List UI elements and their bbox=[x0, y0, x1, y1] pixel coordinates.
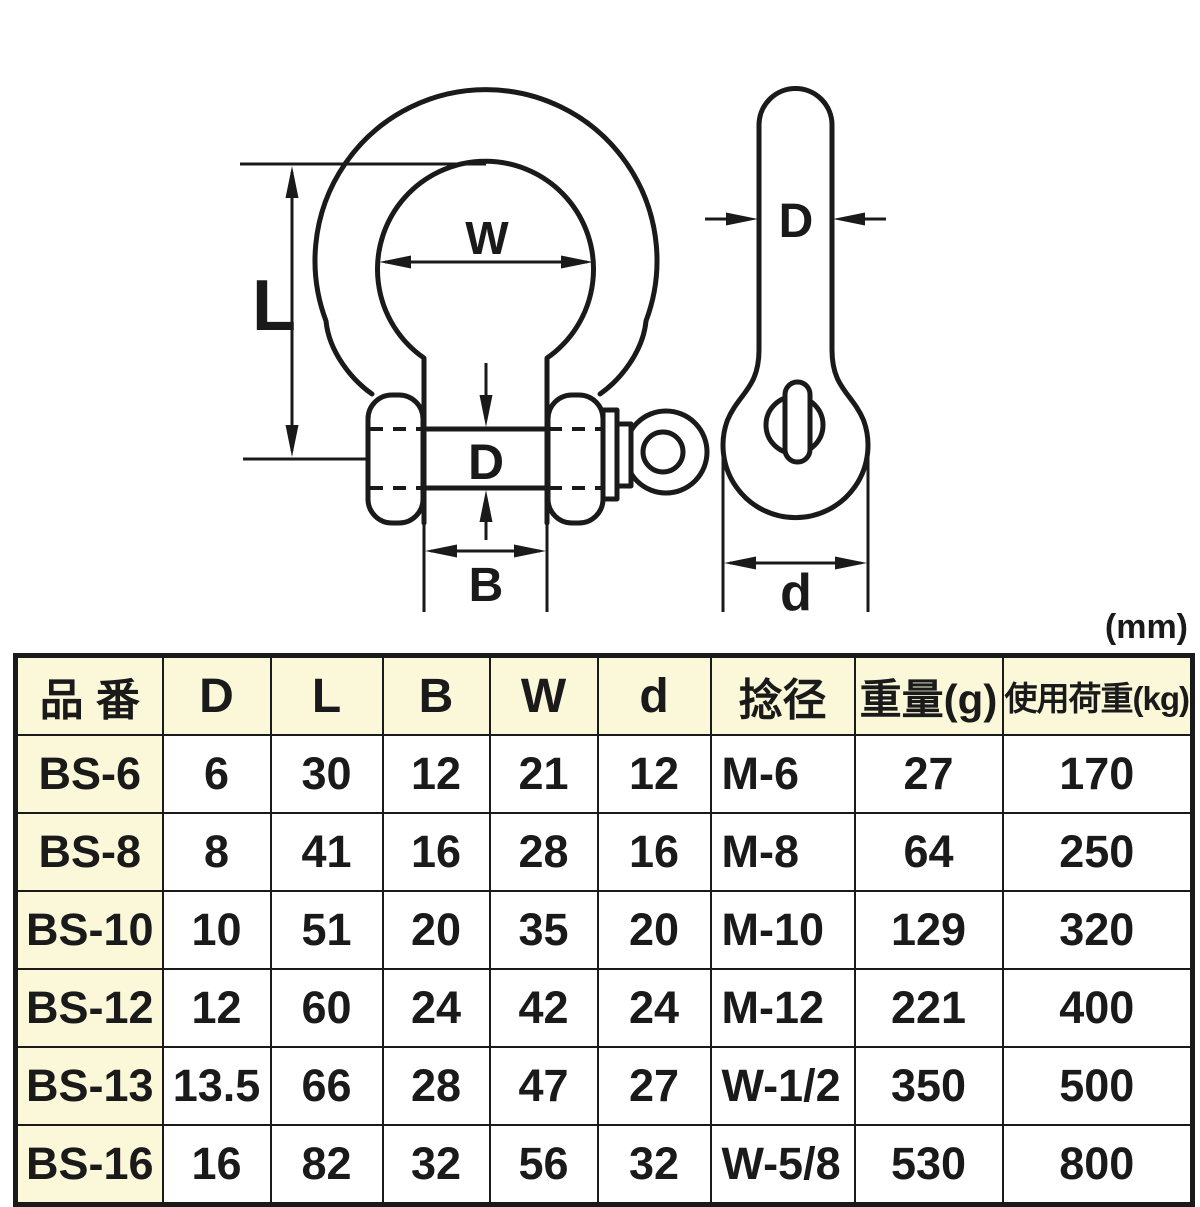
table-cell: 24 bbox=[596, 968, 712, 1048]
table-cell: 42 bbox=[488, 968, 599, 1048]
column-header-W: W bbox=[488, 654, 599, 736]
column-header-thread-dia: 捻径 bbox=[709, 654, 856, 736]
table-cell: 10 bbox=[161, 890, 272, 970]
label-B: B bbox=[469, 559, 504, 612]
table-cell: M-6 bbox=[709, 734, 856, 814]
label-D-front: D bbox=[468, 434, 504, 490]
table-cell: 12 bbox=[161, 968, 272, 1048]
table-cell: 320 bbox=[1001, 890, 1194, 970]
header-row: 品 番 D L B W d 捻径 重量(g) 使用荷重(kg) bbox=[14, 654, 1194, 736]
table-cell: 500 bbox=[1001, 1046, 1194, 1126]
table-cell: 47 bbox=[488, 1046, 599, 1126]
side-pin bbox=[782, 379, 813, 465]
table-cell: 32 bbox=[381, 1124, 491, 1206]
pin-hidden-lines bbox=[370, 427, 601, 490]
table-cell: 16 bbox=[596, 812, 712, 892]
column-header-B: B bbox=[381, 654, 491, 736]
table-cell: 12 bbox=[381, 734, 491, 814]
table-cell: 13.5 bbox=[161, 1046, 272, 1126]
column-header-L: L bbox=[269, 654, 384, 736]
table-cell: 24 bbox=[381, 968, 491, 1048]
table-cell: 129 bbox=[853, 890, 1004, 970]
bow-outer-outline bbox=[312, 87, 660, 397]
table-cell: 60 bbox=[269, 968, 384, 1048]
table-cell: 28 bbox=[381, 1046, 491, 1126]
table-cell: 41 bbox=[269, 812, 384, 892]
table-cell: W-1/2 bbox=[709, 1046, 856, 1126]
table-cell: 400 bbox=[1001, 968, 1194, 1048]
part-number-cell: BS-10 bbox=[14, 890, 164, 970]
part-number-cell: BS-16 bbox=[14, 1124, 164, 1206]
label-d-side: d bbox=[780, 564, 812, 622]
front-view-arrowheads bbox=[285, 166, 593, 558]
bow-shackle-front-view bbox=[312, 87, 710, 526]
part-number-cell: BS-12 bbox=[14, 968, 164, 1048]
side-view-arrowheads bbox=[724, 212, 867, 570]
table-cell: 250 bbox=[1001, 812, 1194, 892]
table-cell: 16 bbox=[381, 812, 491, 892]
table-cell: 20 bbox=[596, 890, 712, 970]
pin-eye-hole bbox=[640, 429, 686, 475]
column-header-part-number: 品 番 bbox=[14, 654, 164, 736]
table-cell: 800 bbox=[1001, 1124, 1194, 1206]
table-cell: 64 bbox=[853, 812, 1004, 892]
unit-label: (mm) bbox=[1104, 608, 1188, 646]
table-cell: 12 bbox=[596, 734, 712, 814]
table-cell: 170 bbox=[1001, 734, 1194, 814]
part-number-cell: BS-6 bbox=[14, 734, 164, 814]
shackle-dimension-diagram: W L D B D d bbox=[240, 86, 886, 622]
table-cell: 221 bbox=[853, 968, 1004, 1048]
bow-shackle-side-view bbox=[720, 86, 871, 521]
table-cell: 66 bbox=[269, 1046, 384, 1126]
left-ear bbox=[365, 392, 426, 526]
table-cell: M-8 bbox=[709, 812, 856, 892]
part-number-cell: BS-13 bbox=[14, 1046, 164, 1126]
table-cell: 8 bbox=[161, 812, 272, 892]
table-cell: 21 bbox=[488, 734, 599, 814]
table-cell: 35 bbox=[488, 890, 599, 970]
table-cell: 32 bbox=[596, 1124, 712, 1206]
label-L: L bbox=[252, 266, 296, 346]
side-view-outline bbox=[720, 86, 871, 521]
table-cell: M-10 bbox=[709, 890, 856, 970]
table-cell: 82 bbox=[269, 1124, 384, 1206]
table-cell: 56 bbox=[488, 1124, 599, 1206]
column-header-d: d bbox=[596, 654, 712, 736]
column-header-weight: 重量(g) bbox=[853, 654, 1004, 736]
table-cell: 27 bbox=[596, 1046, 712, 1126]
table-cell: 51 bbox=[269, 890, 384, 970]
right-ear bbox=[545, 392, 606, 526]
part-number-cell: BS-8 bbox=[14, 812, 164, 892]
table-cell: 27 bbox=[853, 734, 1004, 814]
table-cell: 350 bbox=[853, 1046, 1004, 1126]
table-cell: M-12 bbox=[709, 968, 856, 1048]
table-cell: 530 bbox=[853, 1124, 1004, 1206]
table-cell: 6 bbox=[161, 734, 272, 814]
column-header-working-load: 使用荷重(kg) bbox=[1001, 654, 1194, 736]
label-W: W bbox=[465, 212, 509, 264]
table-cell: W-5/8 bbox=[709, 1124, 856, 1206]
bow-inner-outline bbox=[375, 158, 596, 526]
table-cell: 30 bbox=[269, 734, 384, 814]
table-cell: 20 bbox=[381, 890, 491, 970]
front-view-dimensions bbox=[240, 162, 587, 612]
column-header-D: D bbox=[161, 654, 272, 736]
table-cell: 28 bbox=[488, 812, 599, 892]
label-D-side: D bbox=[779, 195, 814, 248]
table-cell: 16 bbox=[161, 1124, 272, 1206]
